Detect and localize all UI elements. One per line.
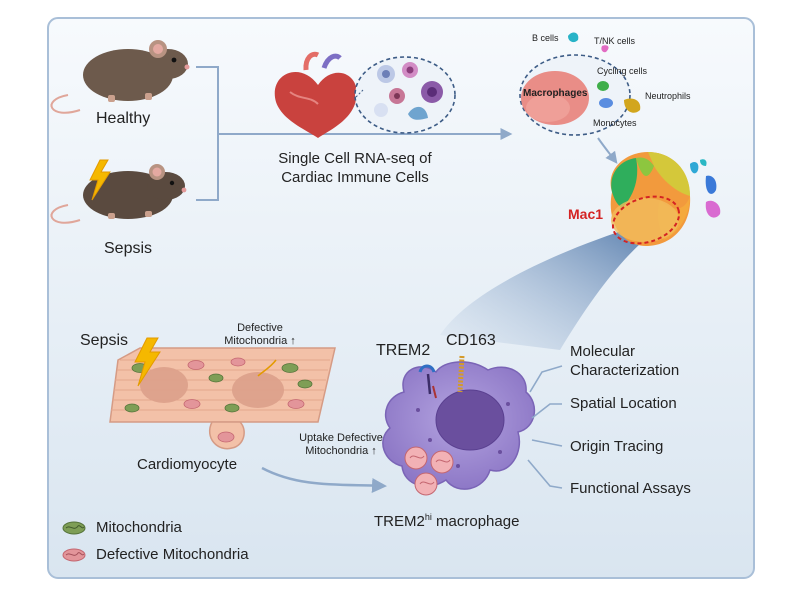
trem2hi-suffix: macrophage <box>431 513 520 530</box>
healthy-mouse-icon <box>50 40 190 114</box>
defective-mito-pointer <box>257 359 277 377</box>
cycling-cells-label: Cycling cells <box>597 66 648 76</box>
characterization-connectors <box>527 365 563 489</box>
functional-assays-label: Functional Assays <box>570 480 691 497</box>
legend-defective-mitochondria-label: Defective Mitochondria <box>96 546 249 563</box>
trem2hi-macrophage-cell <box>382 361 536 496</box>
trem2-label: TREM2 <box>376 342 431 359</box>
origin-tracing-label: Origin Tracing <box>570 438 664 455</box>
neutrophils-cluster <box>624 98 641 113</box>
cd163-label: CD163 <box>446 332 496 349</box>
molecular-characterization-label: Molecular Characterization <box>570 343 680 379</box>
trem2-receptor-icon <box>418 364 437 399</box>
cardiomyocyte-label: Cardiomyocyte <box>137 456 238 473</box>
mac1-label: Mac1 <box>568 206 604 222</box>
uptake-label: Uptake Defective Mitochondria ↑ <box>299 432 383 457</box>
projection-beam <box>440 225 650 350</box>
umap-arrow <box>597 137 618 164</box>
tnk-cells-label: T/NK cells <box>594 36 636 46</box>
trem2hi-prefix: TREM2 <box>374 513 425 530</box>
sepsis-mouse-icon <box>50 164 187 224</box>
umap-plot <box>610 152 721 246</box>
monocytes-label: Monocytes <box>593 118 637 128</box>
sepsis-mouse-label: Sepsis <box>104 240 153 257</box>
trem2hi-macrophage-label: TREM2hi macrophage <box>374 512 519 530</box>
b-cells-label: B cells <box>532 33 559 43</box>
b-cells-cluster <box>568 32 579 43</box>
scrnaseq-label-line2: Cardiac Immune Cells <box>281 169 429 186</box>
neutrophils-label: Neutrophils <box>645 91 691 101</box>
macrophages-label: Macrophages <box>523 88 588 99</box>
healthy-label: Healthy <box>96 110 151 127</box>
cycling-cells-cluster <box>597 81 609 91</box>
tnk-cells-cluster <box>601 45 609 53</box>
trem2hi-sup: hi <box>424 512 432 522</box>
cardiomyocyte-cell <box>109 347 336 450</box>
spatial-location-label: Spatial Location <box>570 395 677 412</box>
monocytes-cluster <box>599 98 613 108</box>
sepsis-cardiomyocyte-label: Sepsis <box>80 332 129 349</box>
immune-cells-icon <box>374 62 443 120</box>
heart-icon <box>274 51 357 138</box>
defective-mitochondria-label: Defective Mitochondria ↑ <box>224 322 296 347</box>
cd163-receptor-icon <box>457 355 465 393</box>
uptake-arrow <box>261 466 387 493</box>
zoom-connector <box>355 89 364 98</box>
scrnaseq-label-line1: Single Cell RNA-seq of <box>278 150 432 167</box>
legend-mitochondria-label: Mitochondria <box>96 519 182 536</box>
mac1-outline <box>611 195 681 245</box>
cardiomyocyte-lightning-icon <box>134 337 161 387</box>
sepsis-lightning-icon <box>89 159 111 201</box>
